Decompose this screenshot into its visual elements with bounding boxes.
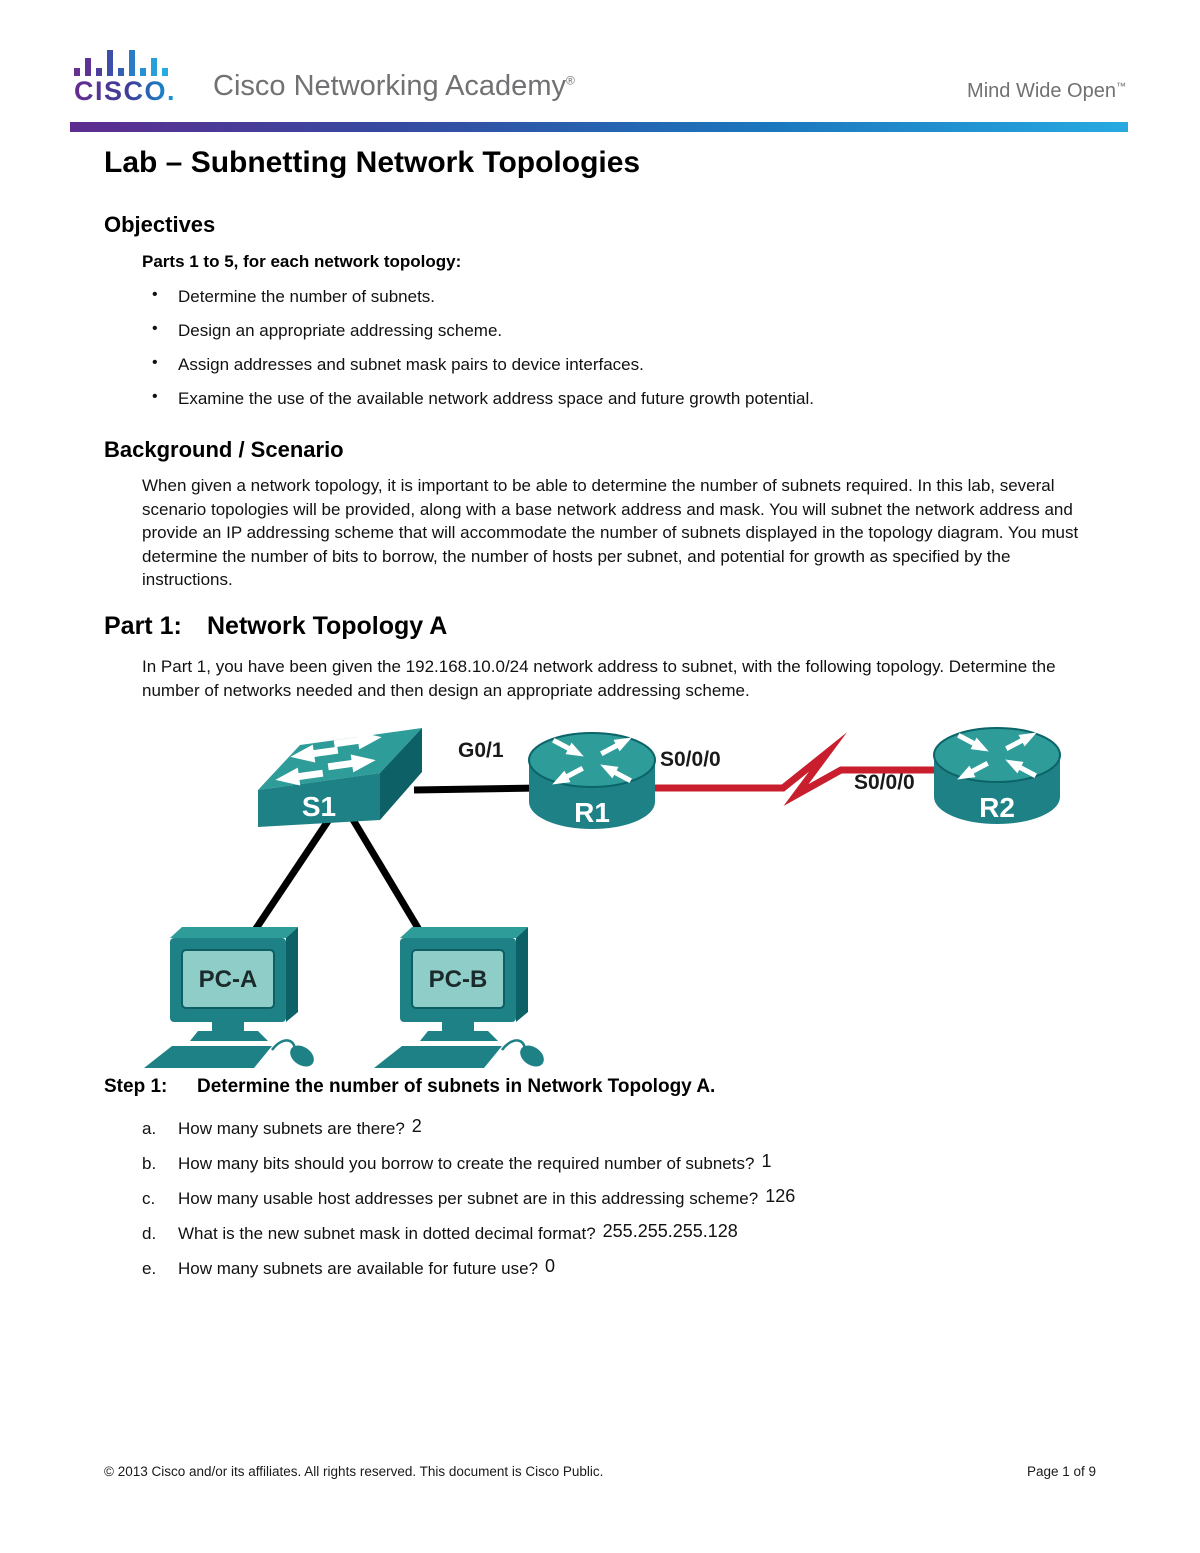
question-answer: 2 [411,1116,422,1136]
step1-heading: Step 1: Determine the number of subnets … [104,1076,715,1098]
question-letter: c. [142,1189,156,1208]
g01-port-label: G0/1 [458,739,504,762]
question-text: How many subnets are there? [178,1119,405,1138]
part1-paragraph: In Part 1, you have been given the 192.1… [142,657,1056,700]
step1-title: Determine the number of subnets in Netwo… [197,1076,716,1097]
question-letter: a. [142,1119,157,1138]
question-text: How many usable host addresses per subne… [178,1189,759,1208]
objectives-intro: Parts 1 to 5, for each network topology: [142,252,462,271]
router1-label: R1 [574,797,610,828]
pc-b-icon [372,925,550,1070]
router-icon: R1 [528,731,656,829]
trademark-mark: ™ [1116,81,1126,93]
brand-tagline-text: Mind Wide Open [967,80,1116,102]
ethernet-link-s1-pcb [348,816,434,950]
list-item: Design an appropriate addressing scheme. [150,320,814,355]
r2-serial-port-label: S0/0/0 [854,771,915,794]
ethernet-link-s1-r1 [413,784,541,794]
pc-a-label: PC-A [199,966,258,993]
network-topology-diagram: S1 R1 R2 [144,726,1061,1070]
step1-label: Step 1: [104,1076,168,1097]
list-item: Assign addresses and subnet mask pairs t… [150,354,814,389]
question-row: e. How many subnets are available for fu… [142,1256,1132,1280]
brand-name: Cisco Networking Academy® [213,70,575,103]
question-answer: 255.255.255.128 [602,1221,738,1241]
page-title: Lab – Subnetting Network Topologies [104,146,641,179]
brand-name-text: Cisco Networking Academy [213,70,566,102]
footer-page-number: Page 1 of 9 [1026,1464,1096,1479]
question-answer: 126 [765,1186,796,1206]
question-text: How many subnets are available for futur… [178,1259,539,1278]
question-letter: d. [142,1224,157,1243]
part1-label: Part 1: [104,612,182,640]
question-row: a. How many subnets are there? 2 [142,1116,1132,1140]
background-heading: Background / Scenario [104,437,344,462]
cisco-logo-icon [74,50,168,76]
step1-questions: a. How many subnets are there? 2 b. How m… [142,1116,1132,1292]
cisco-wordmark: CISCO. [74,76,177,106]
question-letter: b. [142,1154,157,1173]
pc-b-label: PC-B [429,966,488,993]
pc-a-icon [144,927,314,1068]
part1-heading: Part 1: Network Topology A [104,612,447,641]
list-item: Determine the number of subnets. [150,286,814,321]
brand-tagline: Mind Wide Open™ [967,80,1126,103]
list-item: Examine the use of the available network… [150,388,814,423]
objectives-heading: Objectives [104,212,216,237]
question-letter: e. [142,1259,157,1278]
objectives-list: Determine the number of subnets. Design … [150,286,814,423]
r1-serial-port-label: S0/0/0 [660,748,721,771]
header-gradient-bar [70,122,1128,132]
question-row: d. What is the new subnet mask in dotted… [142,1221,1132,1245]
footer-copyright: © 2013 Cisco and/or its affiliates. All … [104,1464,604,1479]
switch-label: S1 [302,791,336,822]
registered-mark: ® [565,73,575,88]
router-icon: R2 [933,726,1061,824]
background-paragraph: When given a network topology, it is imp… [142,476,1079,589]
question-text: What is the new subnet mask in dotted de… [178,1224,596,1243]
question-row: b. How many bits should you borrow to cr… [142,1151,1132,1175]
part1-title: Network Topology A [207,612,448,640]
question-text: How many bits should you borrow to creat… [178,1154,755,1173]
router2-label: R2 [979,792,1015,823]
question-answer: 0 [545,1256,556,1276]
switch-icon: S1 [258,728,422,827]
ethernet-link-s1-pca [240,816,333,950]
question-answer: 1 [761,1151,772,1171]
question-row: c. How many usable host addresses per su… [142,1186,1132,1210]
serial-link-r1-r2 [653,732,940,806]
